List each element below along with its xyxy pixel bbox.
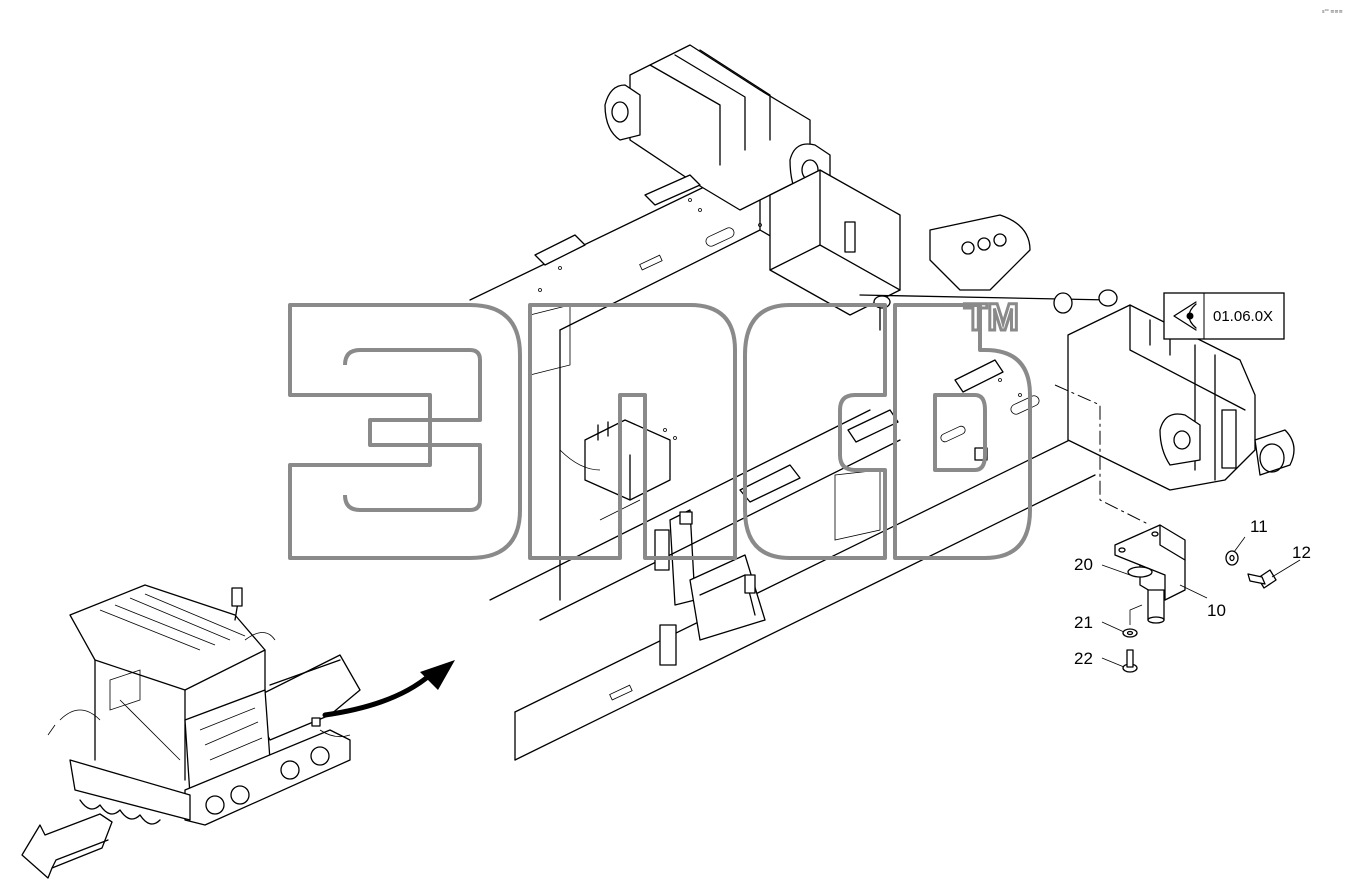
watermark-logo: TM	[288, 296, 1032, 560]
machine-frame-drawing	[469, 44, 1295, 761]
callout-22: 22	[1074, 649, 1093, 668]
rail-tubes	[534, 174, 1004, 503]
view-direction-arrow-icon[interactable]	[21, 813, 113, 879]
washer-21	[1122, 628, 1138, 638]
reference-box[interactable]: 01.06.0X	[1163, 292, 1285, 340]
corner-mark: s⁰⁰ ≡≡≡	[1322, 9, 1343, 15]
callout-21: 21	[1074, 613, 1093, 632]
callout-12: 12	[1292, 543, 1311, 562]
callout-10: 10	[1207, 601, 1226, 620]
callout-11: 11	[1250, 517, 1268, 536]
washer-11	[1225, 550, 1239, 566]
leader-lines	[1101, 536, 1301, 668]
detail-curved-arrow-icon	[322, 660, 455, 718]
paver-overview-illustration	[47, 584, 361, 826]
eye-view-icon	[1173, 301, 1197, 331]
fasteners	[1122, 550, 1277, 673]
callout-labels: 10 11 12 20 21 22	[1074, 517, 1311, 668]
callout-20: 20	[1074, 555, 1093, 574]
watermark-trademark: TM	[964, 297, 1019, 339]
reference-code: 01.06.0X	[1213, 308, 1273, 325]
switch-bracket-assembly	[1114, 524, 1186, 625]
